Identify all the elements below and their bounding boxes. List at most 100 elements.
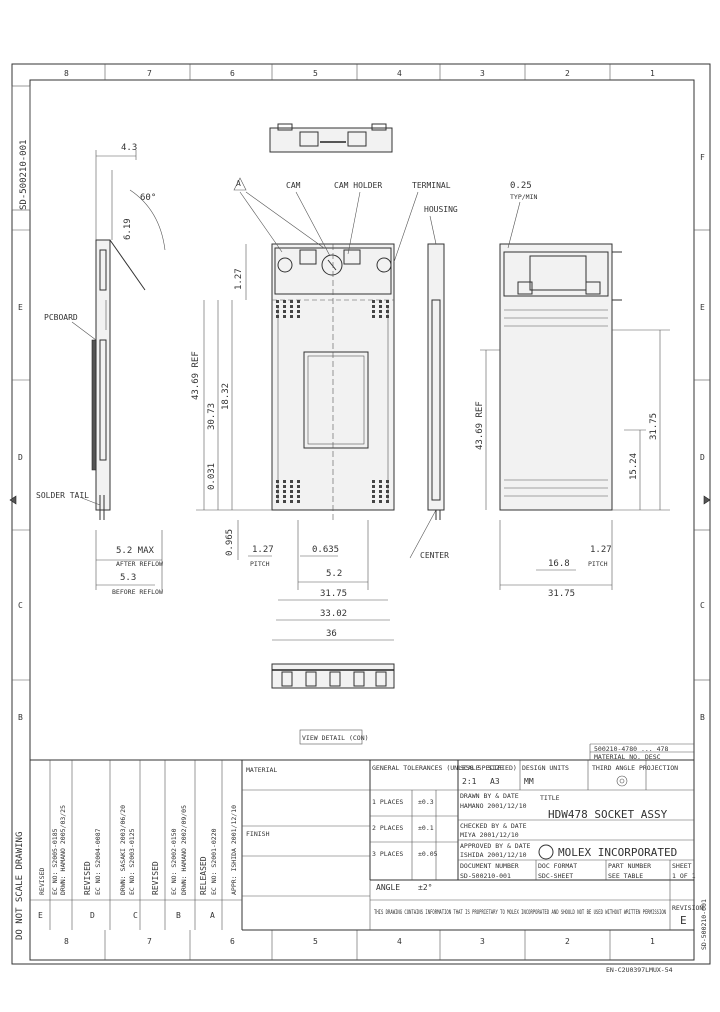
tol-1-value: ±0.3 <box>418 798 434 806</box>
drawn-value: HAMANO 2001/12/10 <box>460 802 527 810</box>
sheet-label: SHEET <box>672 862 692 870</box>
zone-left-c: C <box>18 601 23 610</box>
contact-pad <box>386 480 389 483</box>
tol-2-value: ±0.1 <box>418 824 434 832</box>
top-view-connector <box>269 123 393 153</box>
zone-top-5: 5 <box>313 69 318 78</box>
dim-5-3: 5.3 <box>120 573 136 583</box>
dim-typ-min: TYP/MIN <box>510 193 537 201</box>
dim-angle-60: 60° <box>140 193 156 203</box>
contact-pad <box>290 480 293 483</box>
sub-header: MATERIAL NO. DESC <box>594 753 661 761</box>
contact-pad <box>276 495 279 498</box>
contact-pad <box>290 305 293 308</box>
dim-43-69-ref-r: 43.69 REF <box>475 401 485 450</box>
rev-b-ec: EC NO: S2002-0150 <box>170 828 178 895</box>
dim-0-25: 0.25 <box>510 181 532 191</box>
left-side-view <box>91 239 146 520</box>
material-label: MATERIAL <box>246 766 277 774</box>
zone-bottom-4: 4 <box>397 937 402 946</box>
rev-d-text: REVISED <box>83 861 92 895</box>
dim-30-73: 30.73 <box>207 403 217 430</box>
zone-left-e: E <box>18 303 23 312</box>
zone-top-2: 2 <box>565 69 570 78</box>
right-view-dims <box>480 329 670 590</box>
contact-pad <box>379 305 382 308</box>
contact-pad <box>372 485 375 488</box>
contact-pad <box>386 500 389 503</box>
zone-top-4: 4 <box>397 69 402 78</box>
contact-pad <box>276 305 279 308</box>
contact-pad <box>283 310 286 313</box>
top-zone-markers: 8 7 6 5 4 3 2 1 <box>64 64 655 80</box>
size-label: SIZE <box>488 764 504 772</box>
contact-pad <box>379 310 382 313</box>
zone-right-f: F <box>700 153 705 162</box>
dim-18-32: 18.32 <box>221 383 231 410</box>
contact-pad <box>386 495 389 498</box>
label-cam-holder: CAM HOLDER <box>334 181 382 190</box>
rev-b-letter: B <box>176 911 181 920</box>
contact-pad <box>386 485 389 488</box>
center-arrow-right <box>703 495 711 505</box>
rev-b-drwn: DRWN: HAMANO 2002/09/05 <box>180 805 188 895</box>
detail-a-triangle <box>233 177 247 191</box>
title-block-lines <box>30 743 694 931</box>
right-view <box>499 243 622 511</box>
contact-pad <box>290 500 293 503</box>
contact-pad <box>386 490 389 493</box>
outer-frame <box>11 63 711 965</box>
dim-6-19: 6.19 <box>123 218 133 240</box>
dim-16-8: 16.8 <box>548 559 570 569</box>
contact-pad <box>276 480 279 483</box>
contact-pad <box>297 485 300 488</box>
zone-bottom-6: 6 <box>230 937 235 946</box>
dim-before-reflow: BEFORE REFLOW <box>112 588 163 596</box>
contact-pad <box>290 490 293 493</box>
middle-side-view <box>427 243 445 520</box>
left-side-dims <box>95 150 166 251</box>
contact-pad <box>372 495 375 498</box>
contact-pad <box>276 485 279 488</box>
contact-pad <box>290 485 293 488</box>
dim-43-69-ref: 43.69 REF <box>191 351 201 400</box>
zone-bottom-3: 3 <box>480 937 485 946</box>
dim-31-75-r: 31.75 <box>548 589 575 599</box>
label-pitch-b: PITCH <box>588 560 608 568</box>
contact-pad <box>379 480 382 483</box>
title-label: TITLE <box>540 794 560 802</box>
zone-bottom-7: 7 <box>147 937 152 946</box>
rev-a-text: RELEASED <box>199 856 208 895</box>
dim-5-2: 5.2 <box>326 569 342 579</box>
scale-value: 2:1 <box>462 777 477 786</box>
dim-15-24: 15.24 <box>629 453 639 480</box>
contact-pad <box>297 490 300 493</box>
zone-top-6: 6 <box>230 69 235 78</box>
zone-left-b: B <box>18 713 23 722</box>
right-zone-markers: F E D C B <box>694 153 711 722</box>
revision-label: REVISION <box>672 904 703 912</box>
rev-e-letter: E <box>38 911 43 920</box>
contact-pad <box>379 495 382 498</box>
checked-value: MIYA 2001/12/10 <box>460 831 519 839</box>
dim-36: 36 <box>326 629 337 639</box>
part-number-value: SEE TABLE <box>608 872 643 880</box>
label-cam: CAM <box>286 181 301 190</box>
rev-d-ec: EC NO: S2004-0087 <box>94 828 102 895</box>
label-housing: HOUSING <box>424 205 458 214</box>
right-doc-vertical: SD-500210-001 <box>700 899 708 950</box>
contact-pad <box>386 300 389 303</box>
zone-bottom-5: 5 <box>313 937 318 946</box>
contact-pad <box>379 300 382 303</box>
doc-number-vertical: SD-500210-001 <box>19 140 29 210</box>
tolerance-header: GENERAL TOLERANCES (UNLESS SPECIFIED) <box>372 764 517 772</box>
contact-pad <box>379 485 382 488</box>
dim-pitch-a: 1.27 <box>252 545 274 555</box>
main-horizontal-dims <box>248 520 394 641</box>
label-solder-tail: SOLDER TAIL <box>36 491 89 500</box>
contact-pad <box>290 300 293 303</box>
rev-e-text: REVISED <box>38 868 46 895</box>
zone-top-8: 8 <box>64 69 69 78</box>
